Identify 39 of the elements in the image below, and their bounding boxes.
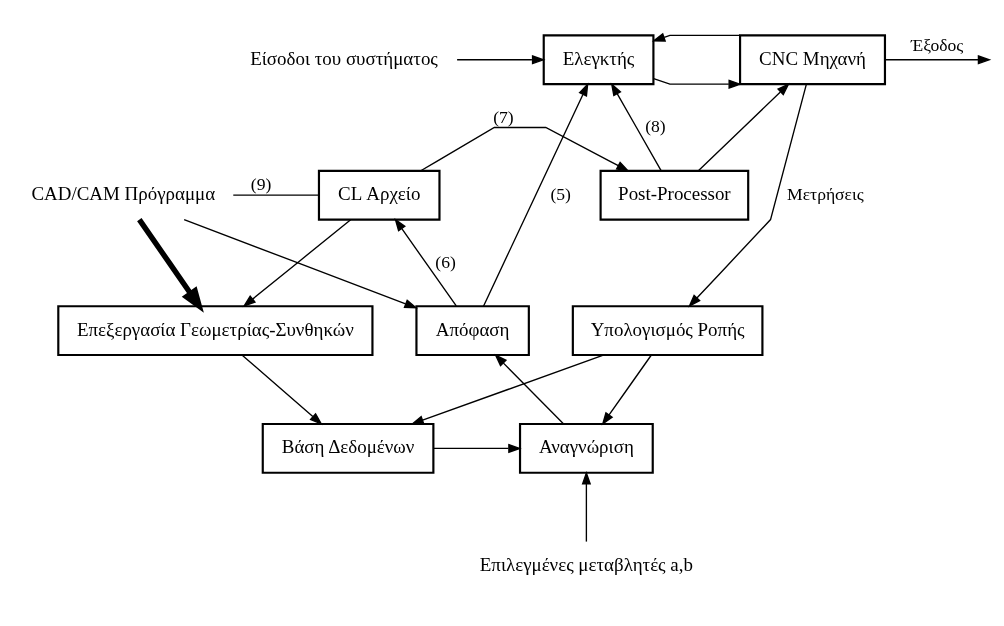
node-box: Αναγνώριση — [518, 422, 654, 474]
arrow — [410, 354, 605, 425]
node-box: Απόφαση — [415, 305, 530, 357]
edge-label: (9) — [250, 174, 272, 195]
arrow — [688, 83, 808, 308]
node-box: Υπολογισμός Ροπής — [571, 305, 764, 357]
node-text: Επιλεγμένες μεταβλητές a,b — [479, 554, 693, 576]
arrow — [241, 354, 323, 426]
edge-label: Μετρήσεις — [787, 183, 864, 204]
arrow — [653, 77, 742, 89]
arrow — [394, 218, 457, 307]
arrow — [581, 471, 592, 543]
node-text: CAD/CAM Πρόγραμμα — [31, 183, 216, 205]
node-text: Είσοδοι του συστήματος — [250, 47, 438, 69]
node-box: Επεξεργασία Γεωμετρίας-Συνθηκών — [57, 305, 374, 357]
arrow — [884, 55, 992, 65]
node-box: CL Αρχείο — [317, 169, 441, 221]
edge-label: (6) — [435, 251, 456, 272]
edge-label: (7) — [493, 106, 514, 127]
arrow — [137, 218, 204, 313]
arrow — [242, 219, 352, 308]
arrow — [433, 443, 522, 454]
node-box: Ελεγκτής — [542, 34, 655, 86]
edge-label: (5) — [550, 183, 571, 204]
edge-label: (8) — [645, 116, 666, 137]
arrow — [697, 82, 790, 172]
arrow — [610, 82, 662, 172]
node-box: Post-Processor — [599, 169, 750, 221]
arrow — [456, 55, 546, 65]
arrow — [482, 82, 589, 307]
arrow — [601, 354, 652, 426]
node-box: CNC Μηχανή — [739, 34, 887, 86]
arrow — [420, 126, 630, 172]
connector — [232, 194, 320, 196]
arrow — [494, 353, 565, 425]
node-box: Βάση Δεδομένων — [261, 422, 435, 474]
arrow — [183, 219, 418, 309]
edge-label: Έξοδος — [911, 34, 964, 55]
arrow — [651, 32, 741, 42]
